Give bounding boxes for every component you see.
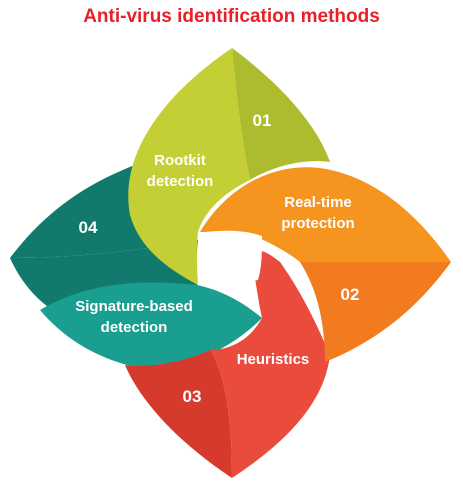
method-03-petal (125, 250, 330, 478)
method-02-petal (200, 167, 451, 362)
method-03-number: 03 (183, 387, 202, 406)
diagram-title: Anti-virus identification methods (83, 6, 380, 27)
method-01-petal (128, 48, 330, 285)
method-01-number: 01 (253, 111, 272, 130)
method-04-number: 04 (79, 218, 98, 237)
center-square (200, 230, 262, 284)
method-03-label: Heuristics (237, 351, 310, 368)
method-02-number: 02 (341, 285, 360, 304)
